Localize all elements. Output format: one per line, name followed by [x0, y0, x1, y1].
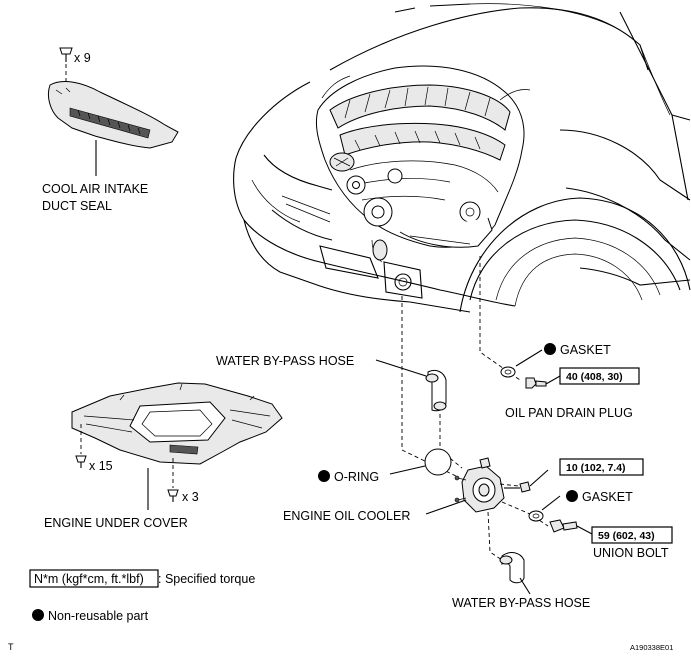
water-by-pass-hose-lower: [499, 552, 525, 584]
legend-non-reusable-marker: [32, 609, 44, 621]
oil-pan-drain-plug-icon: [525, 377, 547, 389]
drain-plug-torque-value: 40 (408, 30): [566, 371, 623, 383]
o-ring-icon: [424, 448, 452, 476]
gasket-lower-icon: [528, 510, 544, 522]
seal-clip-count: x 9: [74, 51, 91, 65]
legend-torque-desc: : Specified torque: [158, 572, 255, 586]
cooler-bolt-dash: [499, 483, 519, 487]
engine-oil-cooler-label: ENGINE OIL COOLER: [283, 509, 410, 523]
water-by-pass-hose-upper: [425, 369, 447, 412]
engine-oil-cooler-icon: [454, 457, 505, 513]
gasket-lower-label: GASKET: [582, 490, 633, 504]
cooler-bolt-torque-leader: [529, 469, 549, 487]
water-by-pass-hose-upper-label: WATER BY-PASS HOSE: [216, 354, 354, 368]
figure-id: A190338E01: [630, 643, 673, 652]
upper-hose-leader: [375, 359, 427, 377]
water-by-pass-hose-lower-label: WATER BY-PASS HOSE: [452, 596, 590, 610]
legend-torque-units: N*m (kgf*cm, ft.*lbf): [34, 572, 144, 586]
under-cover-bolt-icon: [75, 455, 87, 468]
seal-clip-icon: [59, 47, 73, 62]
gasket-upper-leader: [515, 349, 543, 367]
cool-air-intake-duct-seal: [47, 81, 179, 149]
o-ring-leader: [389, 465, 426, 475]
union-bolt-torque-leader: [576, 525, 593, 535]
non-reusable-marker-o-ring: [318, 470, 330, 482]
bolt-count-3: x 3: [182, 490, 199, 504]
lower-hose-dash: [487, 511, 503, 561]
vehicle-front-illustration: [233, 3, 691, 313]
cool-air-intake-label-line2: DUCT SEAL: [42, 199, 112, 213]
legend-non-reusable-text: Non-reusable part: [48, 609, 149, 623]
gasket-upper-icon: [500, 366, 516, 378]
bolt-count-15: x 15: [89, 459, 113, 473]
cooler-bolt-icon: [504, 481, 531, 493]
gasket-upper-label: GASKET: [560, 343, 611, 357]
drain-plug-torque-box: [559, 367, 640, 385]
union-bolt-icon: [549, 519, 578, 533]
cooler-bolt-torque-box: [559, 458, 644, 476]
engine-under-cover: [71, 382, 283, 465]
non-reusable-marker-gasket-upper: [544, 343, 556, 355]
engine-under-cover-label: ENGINE UNDER COVER: [44, 516, 188, 530]
gasket-lower-leader: [541, 495, 561, 511]
fog-to-hose-dash: [401, 296, 457, 477]
cooler-bolt-torque-value: 10 (102, 7.4): [566, 462, 626, 474]
lower-hose-leader: [519, 577, 531, 595]
drain-plug-torque-leader: [545, 375, 561, 385]
engine-assembly: [315, 65, 531, 263]
o-ring-label: O-RING: [334, 470, 379, 484]
drain-plug-dash: [479, 256, 521, 381]
cool-air-intake-label-line1: COOL AIR INTAKE: [42, 182, 148, 196]
non-reusable-marker-gasket-lower: [566, 490, 578, 502]
union-bolt-label: UNION BOLT: [593, 546, 669, 560]
union-bolt-torque-box: [591, 526, 673, 544]
under-cover-clip-icon: [167, 489, 179, 502]
legend-torque-box: [29, 569, 159, 588]
union-bolt-torque-value: 59 (602, 43): [598, 530, 655, 542]
oil-pan-drain-plug-label: OIL PAN DRAIN PLUG: [505, 406, 633, 420]
corner-mark: T: [8, 642, 14, 652]
oil-cooler-leader: [425, 499, 467, 515]
